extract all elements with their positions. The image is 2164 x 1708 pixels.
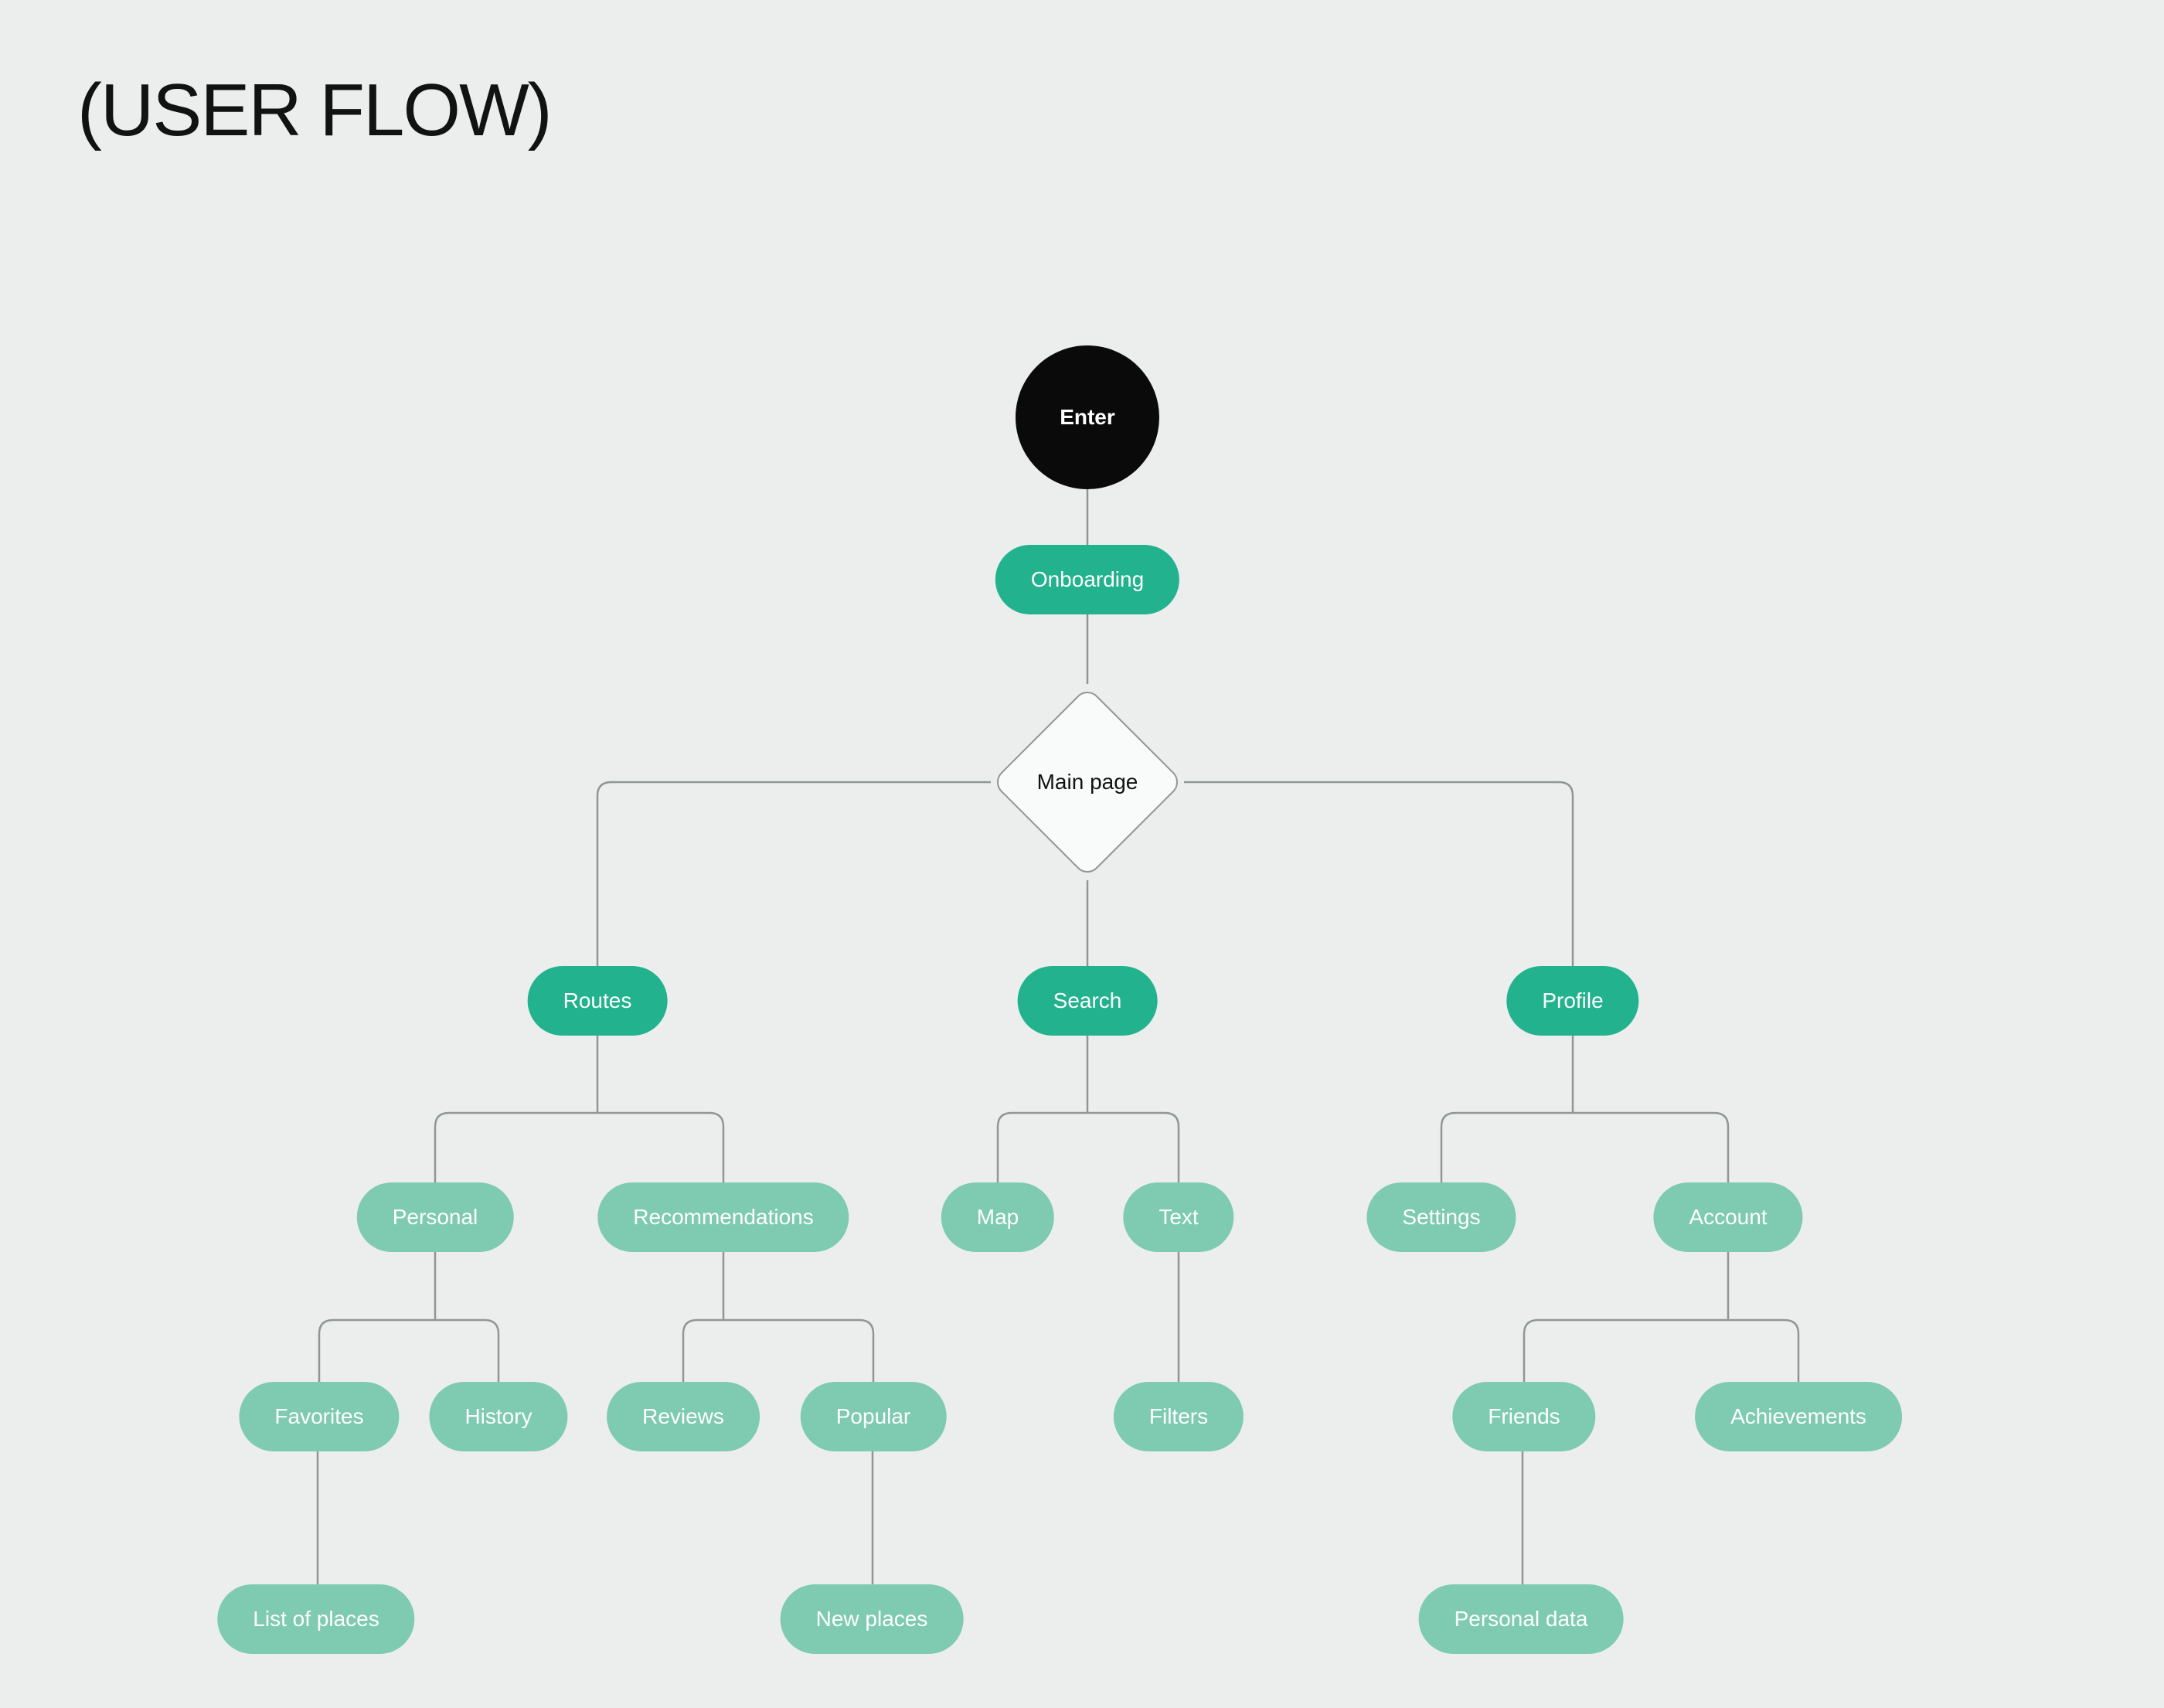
node-search: Search xyxy=(1017,966,1158,1036)
edge-account-children xyxy=(1523,1318,1800,1382)
edge-mainpage-routes xyxy=(596,781,991,966)
edge-personal-children xyxy=(318,1318,500,1382)
node-achievements-label: Achievements xyxy=(1730,1404,1866,1428)
node-map: Map xyxy=(941,1182,1055,1252)
node-routes: Routes xyxy=(527,966,668,1036)
node-friends-label: Friends xyxy=(1488,1404,1560,1428)
node-enter-label: Enter xyxy=(1060,405,1115,429)
node-filters-label: Filters xyxy=(1148,1404,1209,1428)
node-text-label: Text xyxy=(1159,1205,1199,1229)
node-map-label: Map xyxy=(976,1205,1019,1229)
node-popular: Popular xyxy=(800,1382,947,1451)
node-achievements: Achievements xyxy=(1695,1382,1902,1451)
node-account: Account xyxy=(1653,1182,1803,1252)
node-routes-label: Routes xyxy=(563,988,632,1012)
node-search-label: Search xyxy=(1053,988,1122,1012)
node-list-of-places: List of places xyxy=(217,1584,415,1654)
node-list-of-places-label: List of places xyxy=(253,1607,379,1631)
node-personal-data: Personal data xyxy=(1418,1584,1624,1654)
node-history-label: History xyxy=(464,1404,532,1428)
node-favorites-label: Favorites xyxy=(274,1404,364,1428)
node-popular-label: Popular xyxy=(835,1404,911,1428)
node-personal: Personal xyxy=(356,1182,514,1252)
page-title: (USER FLOW) xyxy=(77,69,553,151)
node-personal-data-label: Personal data xyxy=(1454,1607,1588,1631)
node-new-places: New places xyxy=(780,1584,964,1654)
edge-recommendations-children xyxy=(682,1318,875,1382)
node-onboarding-label: Onboarding xyxy=(1030,567,1145,591)
node-recommendations: Recommendations xyxy=(597,1182,849,1252)
node-main-page-label: Main page xyxy=(1036,770,1138,794)
node-reviews: Reviews xyxy=(607,1382,760,1451)
node-settings-label: Settings xyxy=(1402,1205,1481,1229)
node-filters: Filters xyxy=(1113,1382,1244,1451)
node-enter: Enter xyxy=(1016,345,1159,489)
edge-search-children xyxy=(996,1111,1180,1182)
node-settings: Settings xyxy=(1366,1182,1516,1252)
edge-routes-children xyxy=(434,1111,725,1182)
node-text: Text xyxy=(1123,1182,1234,1252)
node-reviews-label: Reviews xyxy=(642,1404,724,1428)
node-profile-label: Profile xyxy=(1542,988,1604,1012)
edge-profile-children xyxy=(1440,1111,1730,1182)
node-friends: Friends xyxy=(1452,1382,1596,1451)
node-profile: Profile xyxy=(1506,966,1639,1036)
node-new-places-label: New places xyxy=(815,1607,928,1631)
node-recommendations-label: Recommendations xyxy=(633,1205,814,1229)
node-account-label: Account xyxy=(1689,1205,1768,1229)
node-onboarding: Onboarding xyxy=(995,545,1180,614)
node-personal-label: Personal xyxy=(392,1205,478,1229)
node-favorites: Favorites xyxy=(239,1382,400,1451)
node-history: History xyxy=(429,1382,568,1451)
edge-mainpage-profile xyxy=(1184,781,1574,966)
node-main-page: Main page xyxy=(989,684,1186,880)
